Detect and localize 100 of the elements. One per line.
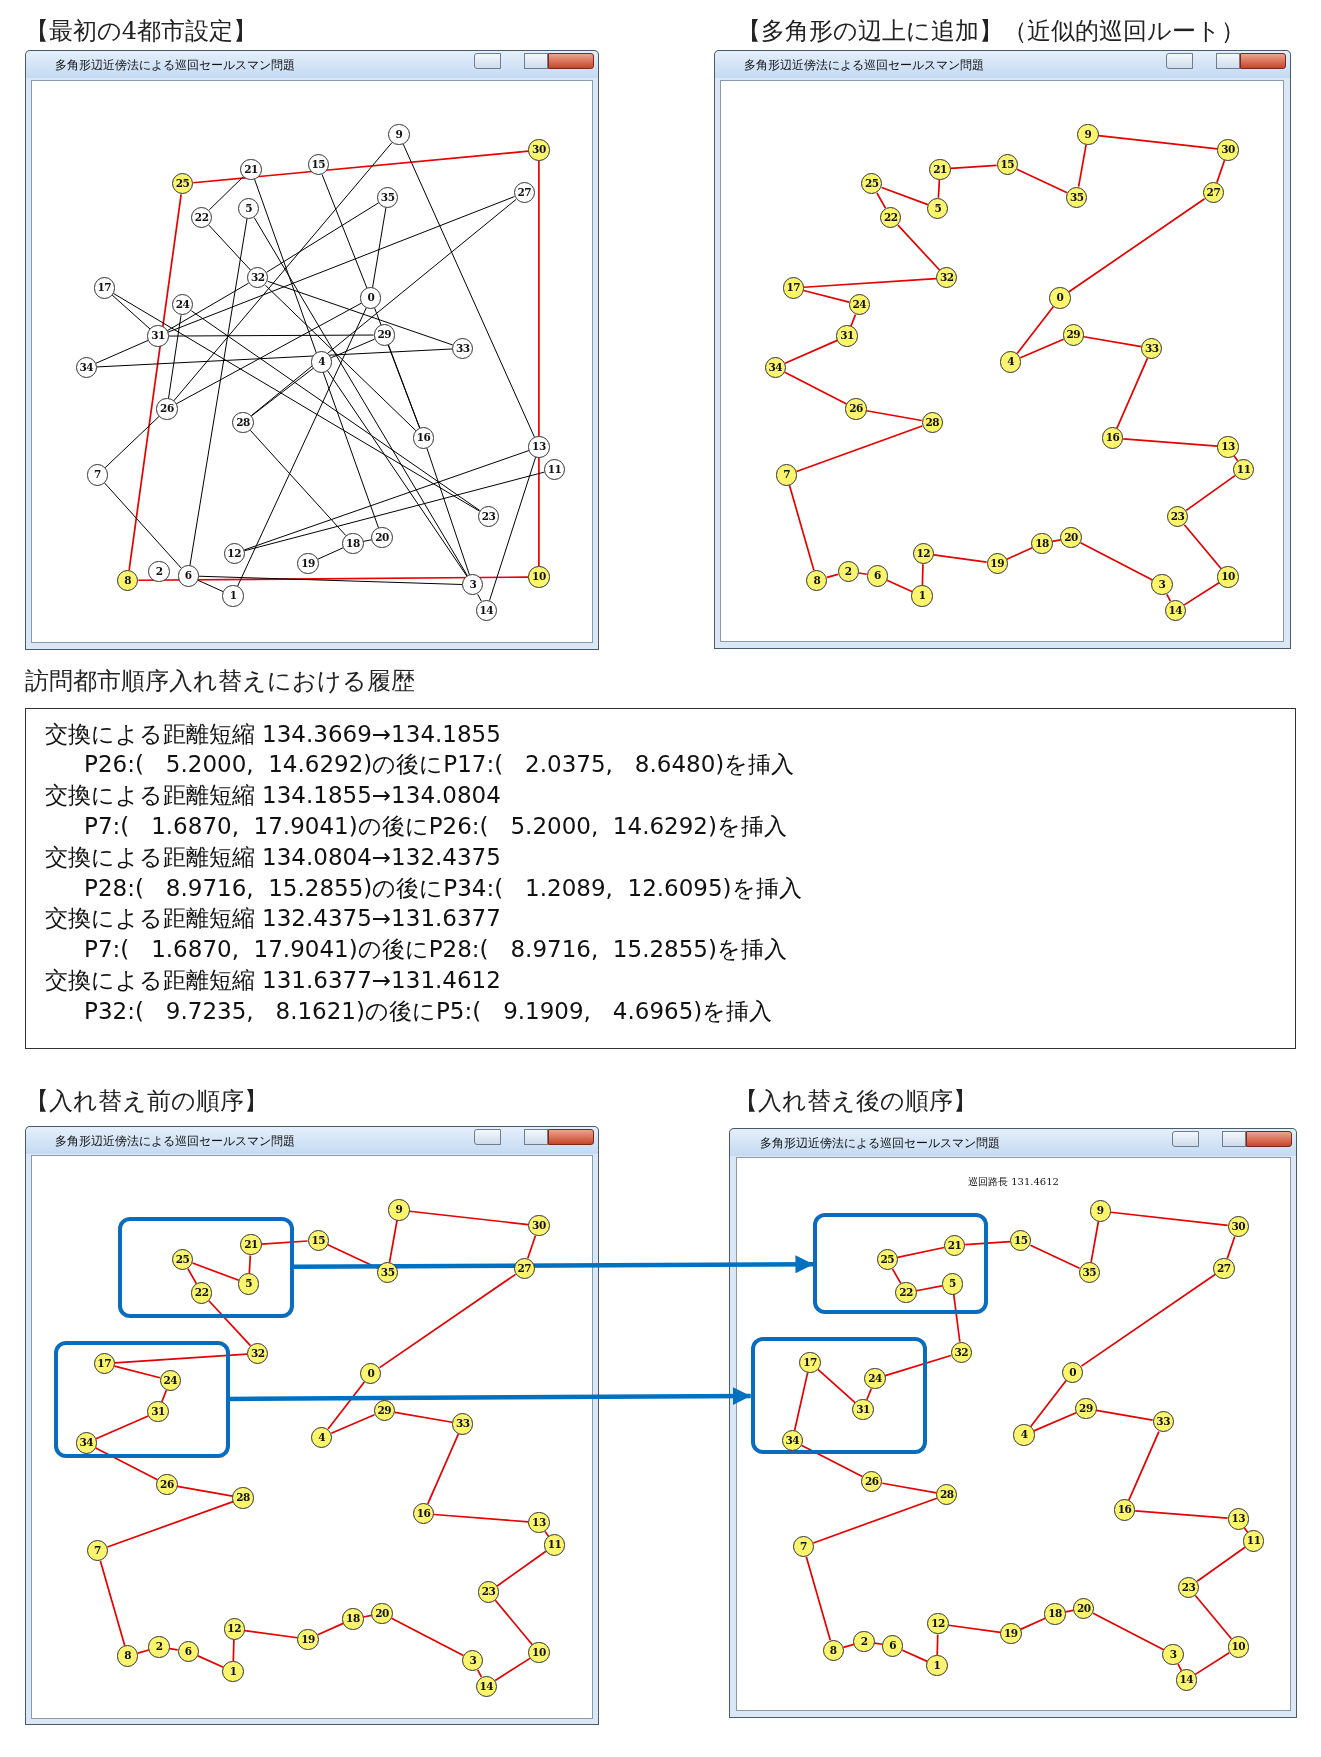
route-line [243,450,530,551]
route-line [237,307,367,587]
route-line [793,1371,809,1432]
route-line [1196,1546,1246,1583]
route-line [168,314,182,399]
window-title: 多角形辺近傍法による巡回セールスマン問題 [743,57,984,74]
route-line [94,1447,159,1481]
route-line [175,302,362,405]
log-panel [24,708,1297,1049]
route-line [191,1262,240,1282]
route-line [1185,474,1236,512]
route-line [197,579,224,593]
highlight-frame [750,1336,927,1455]
route-line [1233,454,1239,462]
tour-length-text: 巡回路長 131.4612 [967,1175,1060,1190]
route-line [784,339,839,365]
route-line [526,1234,537,1260]
route-line [393,1411,454,1424]
route-line [190,310,481,511]
route-line [1194,1651,1231,1676]
route-line [866,1387,873,1401]
route-line [812,1497,938,1544]
log-line: P7:( 1.6870, 17.9041)の後にP28:( 8.9716, 15.2855)を挿入 [84,937,787,962]
route-line [544,1530,550,1538]
route-line [426,1432,460,1505]
route-line [166,282,249,332]
route-line [208,1299,252,1347]
route-line [850,313,857,328]
route-line [803,277,937,289]
route-line [1097,134,1219,150]
route-line [1127,1430,1160,1502]
route-line [805,1555,832,1641]
route-line [1226,1235,1236,1260]
route-line [1243,1526,1249,1534]
route-line [1194,1594,1233,1640]
route-line [1109,1211,1229,1227]
route-line [842,1643,855,1649]
route-line [128,193,182,571]
route-line [1183,581,1220,606]
route-line [783,371,848,405]
arrow [229,1387,751,1406]
route-line [1006,546,1034,561]
route-line [330,338,375,359]
log-line: P7:( 1.6870, 17.9041)の後にP26:( 5.2000, 14.6292)を挿入 [84,814,787,838]
route-line [254,178,379,529]
route-line [167,196,515,333]
route-line [489,456,537,601]
highlight-frame [813,1213,989,1315]
route-line [1079,541,1154,581]
route-line [1092,1612,1165,1651]
route-line [378,1273,517,1369]
route-line [1165,593,1172,602]
window-title: 多角形辺近傍法による巡回セールスマン問題 [759,1134,1000,1152]
window-title: 多角形辺近傍法による巡回セールスマン問題 [54,1132,295,1150]
heading: 訪問都市順序入れ替えにおける履歴 [24,665,415,696]
route-line [187,1267,198,1285]
route-line [317,547,344,560]
route-line [873,1642,884,1646]
route-line [243,1629,299,1639]
route-line [1051,538,1062,543]
heading: 【最初の4都市設定】 [24,15,257,46]
route-line [1016,168,1068,194]
route-line [197,1655,225,1669]
route-line [802,289,850,303]
log-line: 交換による距離短縮 134.0804→132.4375 [44,844,501,869]
route-line [408,1210,530,1226]
route-line [372,207,387,288]
route-line [881,1482,938,1494]
route-line [880,186,929,206]
route-line [111,294,151,330]
route-line [243,471,545,552]
route-line [1029,1379,1067,1428]
route-line [949,164,998,170]
route-line [113,1353,248,1364]
log-line: P32:( 9.7235, 8.1621)の後にP5:( 9.1909, 4.6965)を挿入 [84,998,773,1023]
log-line: 交換による距離短縮 134.1855→134.0804 [44,783,501,808]
route-line [388,1219,398,1264]
route-line [137,1649,150,1654]
route-line [1090,1220,1100,1264]
route-line [330,1413,376,1435]
arrow [293,1255,814,1274]
route-line [362,539,373,542]
route-line [264,284,417,432]
route-line [168,1647,179,1651]
route-line [1064,1609,1075,1613]
route-line [857,572,868,576]
route-line [1077,144,1087,188]
log-line: 交換による距離短縮 131.6377→131.4612 [44,968,501,993]
route-line [390,1617,465,1657]
route-line [208,224,251,271]
route-line [137,576,530,582]
route-line [921,563,924,587]
route-line [476,1669,483,1678]
route-line [795,425,924,473]
route-line [208,176,244,211]
route-line [826,573,839,579]
route-line [936,1633,939,1656]
route-line [96,348,453,368]
route-line [1033,1411,1077,1432]
route-line [896,1246,945,1259]
